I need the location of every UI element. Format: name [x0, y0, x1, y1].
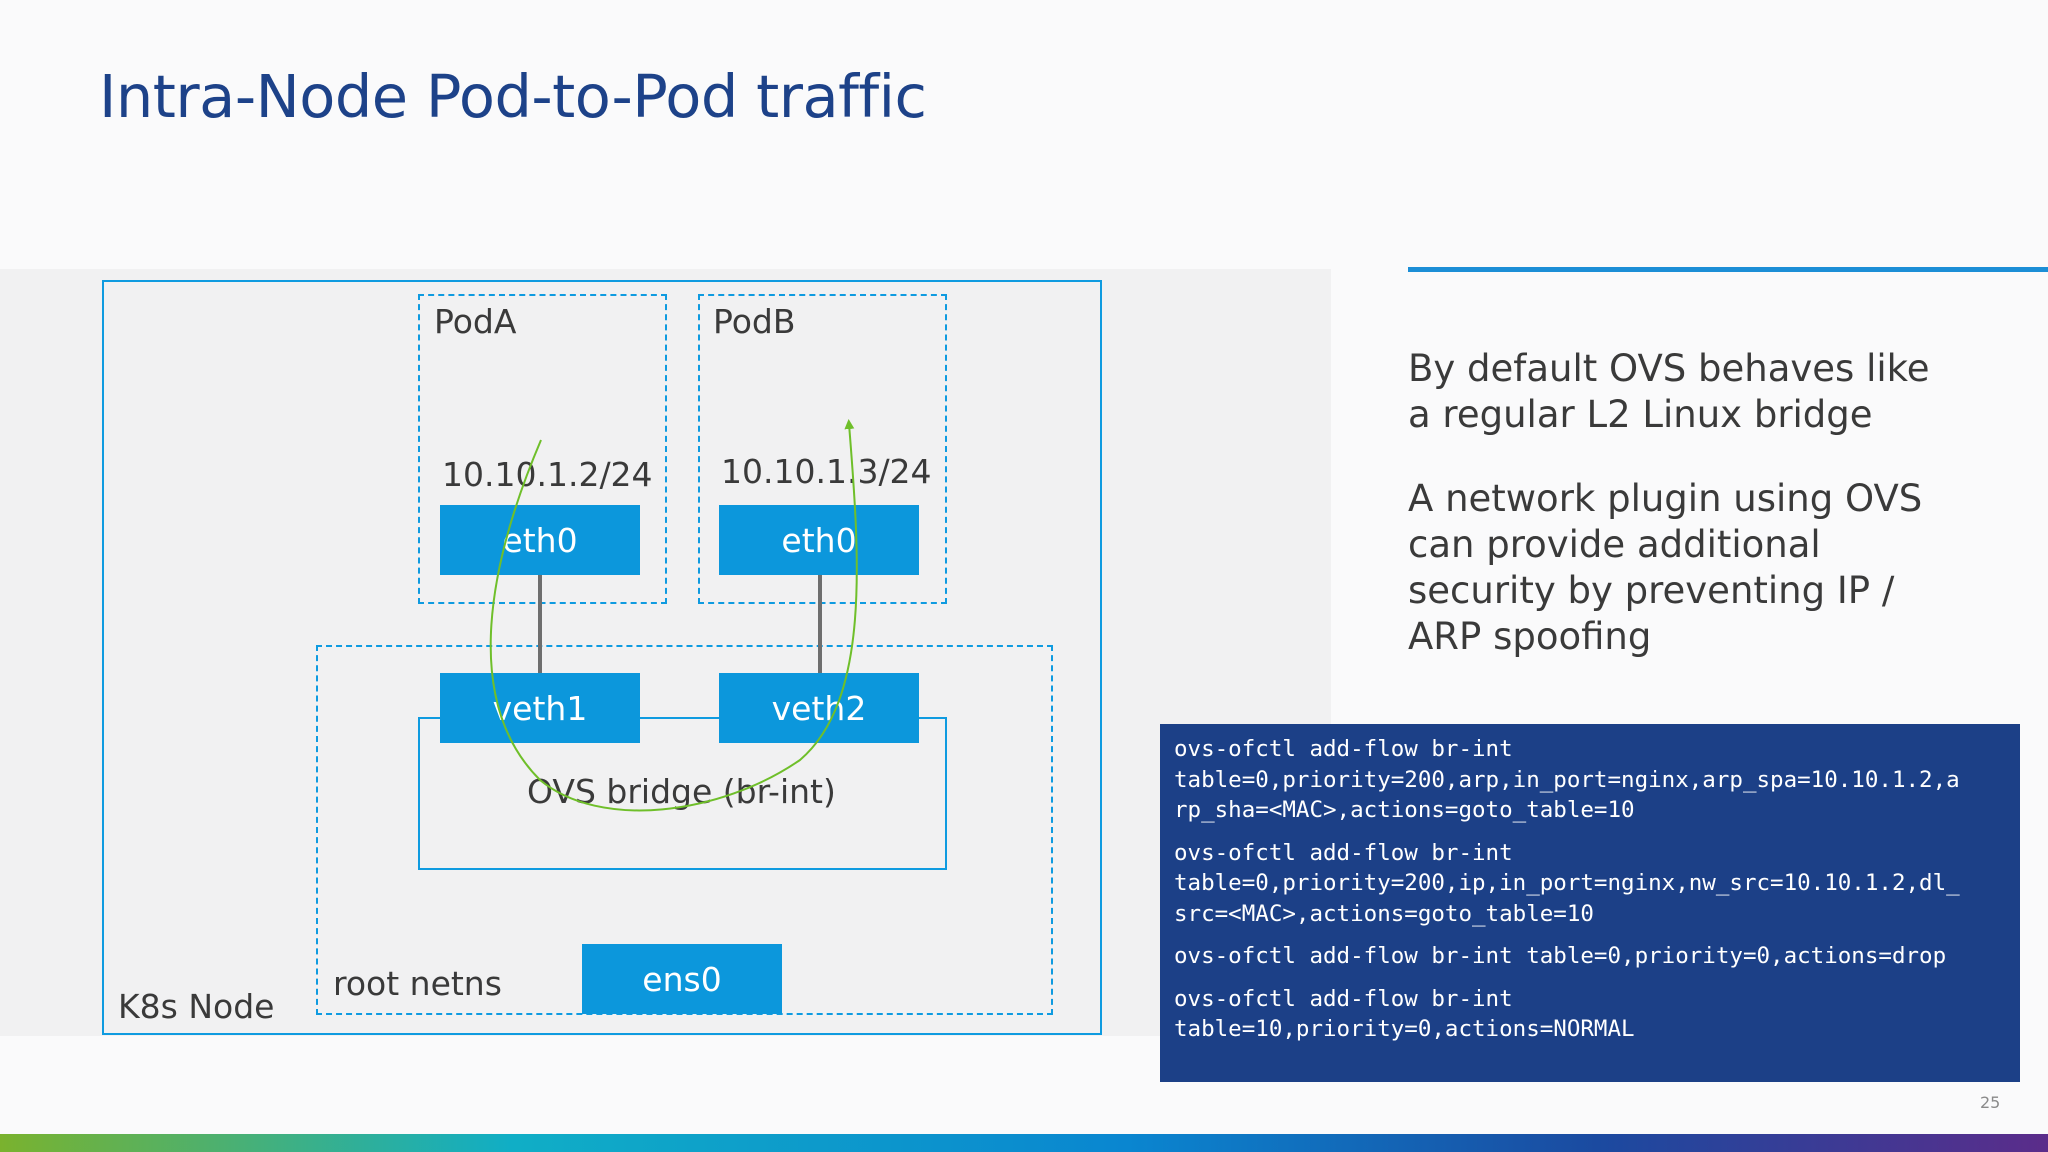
pod-b-veth-link [818, 575, 822, 675]
flow-rule-1: ovs-ofctl add-flow br-int table=0,priori… [1174, 734, 2006, 826]
pod-b-eth0: eth0 [719, 505, 919, 575]
veth2-box: veth2 [719, 673, 919, 743]
pod-b-ip: 10.10.1.3/24 [721, 452, 932, 491]
code-panel: ovs-ofctl add-flow br-int table=0,priori… [1160, 724, 2020, 1082]
pod-a-ip: 10.10.1.2/24 [442, 455, 653, 494]
code-line: ovs-ofctl add-flow br-int table=0,priori… [1174, 943, 1947, 969]
k8s-node-label: K8s Node [118, 987, 275, 1026]
ens0-box: ens0 [582, 944, 782, 1014]
pod-b-label: PodB [713, 302, 796, 341]
slide-title: Intra-Node Pod-to-Pod traffic [99, 62, 927, 131]
pod-a-label: PodA [434, 302, 517, 341]
side-paragraph-2-line: ARP spoofing [1408, 615, 1652, 658]
side-paragraph-1-line: By default OVS behaves like [1408, 347, 1930, 390]
code-line: table=0,priority=200,arp,in_port=nginx,a… [1174, 766, 1960, 793]
flow-rule-2: ovs-ofctl add-flow br-int table=0,priori… [1174, 838, 2006, 930]
side-paragraph-1-line: a regular L2 Linux bridge [1408, 393, 1873, 436]
pod-a-eth0: eth0 [440, 505, 640, 575]
ovs-bridge-label: OVS bridge (br-int) [527, 772, 836, 811]
section-divider [1408, 267, 2048, 272]
root-netns-label: root netns [333, 964, 502, 1003]
side-paragraph-2-line: A network plugin using OVS [1408, 477, 1923, 520]
code-line: table=10,priority=0,actions=NORMAL [1174, 1016, 1635, 1042]
code-line: ovs-ofctl add-flow br-int [1174, 839, 1513, 866]
k8s-node-box [102, 280, 1102, 1035]
page-number: 25 [1980, 1093, 2001, 1112]
side-paragraph-2-line: security by preventing IP / [1408, 569, 1895, 612]
flow-rule-4: ovs-ofctl add-flow br-int table=10,prior… [1174, 984, 2006, 1045]
side-paragraph-1: By default OVS behaves like a regular L2… [1408, 346, 1930, 438]
code-line: table=0,priority=200,ip,in_port=nginx,nw… [1174, 870, 1960, 896]
code-line: ovs-ofctl add-flow br-int [1174, 985, 1513, 1012]
pod-a-veth-link [538, 575, 542, 675]
brand-gradient-bar [0, 1134, 2048, 1152]
flow-rule-3: ovs-ofctl add-flow br-int table=0,priori… [1174, 941, 2006, 972]
code-line: ovs-ofctl add-flow br-int [1174, 736, 1513, 762]
side-paragraph-2: A network plugin using OVS can provide a… [1408, 476, 1922, 660]
code-line: src=<MAC>,actions=goto_table=10 [1174, 900, 1594, 927]
code-line: rp_sha=<MAC>,actions=goto_table=10 [1174, 797, 1635, 823]
side-paragraph-2-line: can provide additional [1408, 523, 1821, 566]
veth1-box: veth1 [440, 673, 640, 743]
